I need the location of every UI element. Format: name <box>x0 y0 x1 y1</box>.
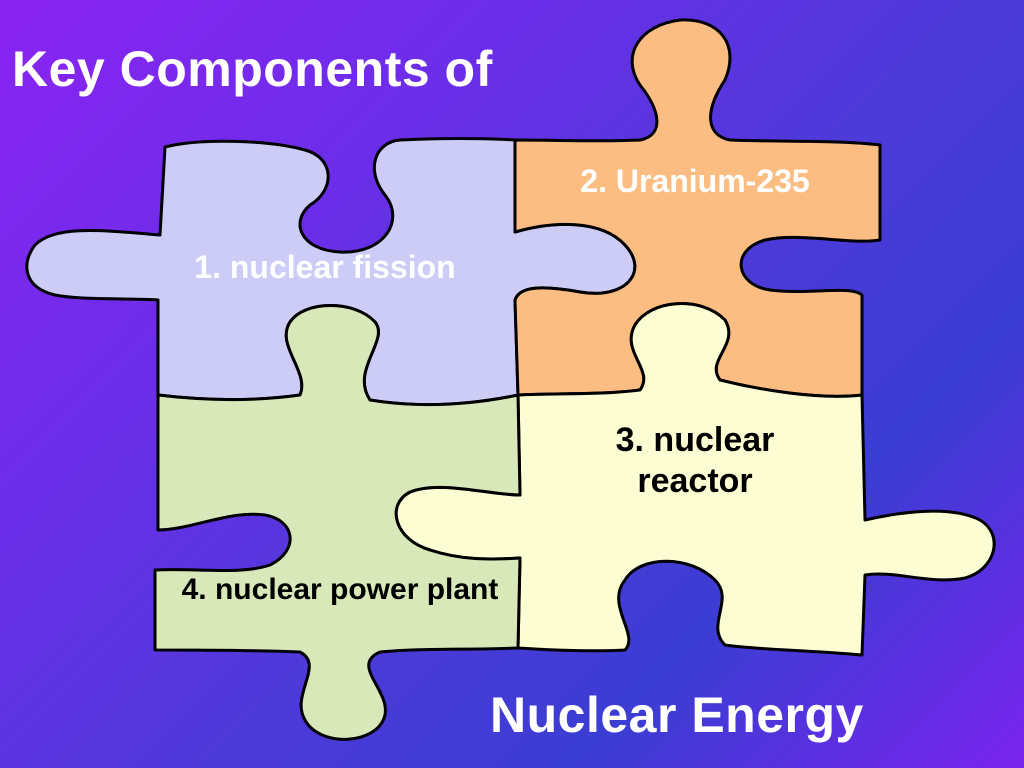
puzzle-piece-2 <box>513 18 882 398</box>
slide-title: Key Components of <box>12 41 493 97</box>
piece-label-nuclear-power-plant: 4. nuclear power plant <box>181 573 499 606</box>
piece-label-nuclear-reactor: 3. nuclear reactor <box>615 421 775 500</box>
slide-subtitle: Nuclear Energy <box>490 687 864 743</box>
puzzle-piece-4 <box>153 304 522 741</box>
piece-label-nuclear-fission: 1. nuclear fission <box>194 249 456 285</box>
piece-label-uranium-235: 2. Uranium-235 <box>580 163 810 199</box>
